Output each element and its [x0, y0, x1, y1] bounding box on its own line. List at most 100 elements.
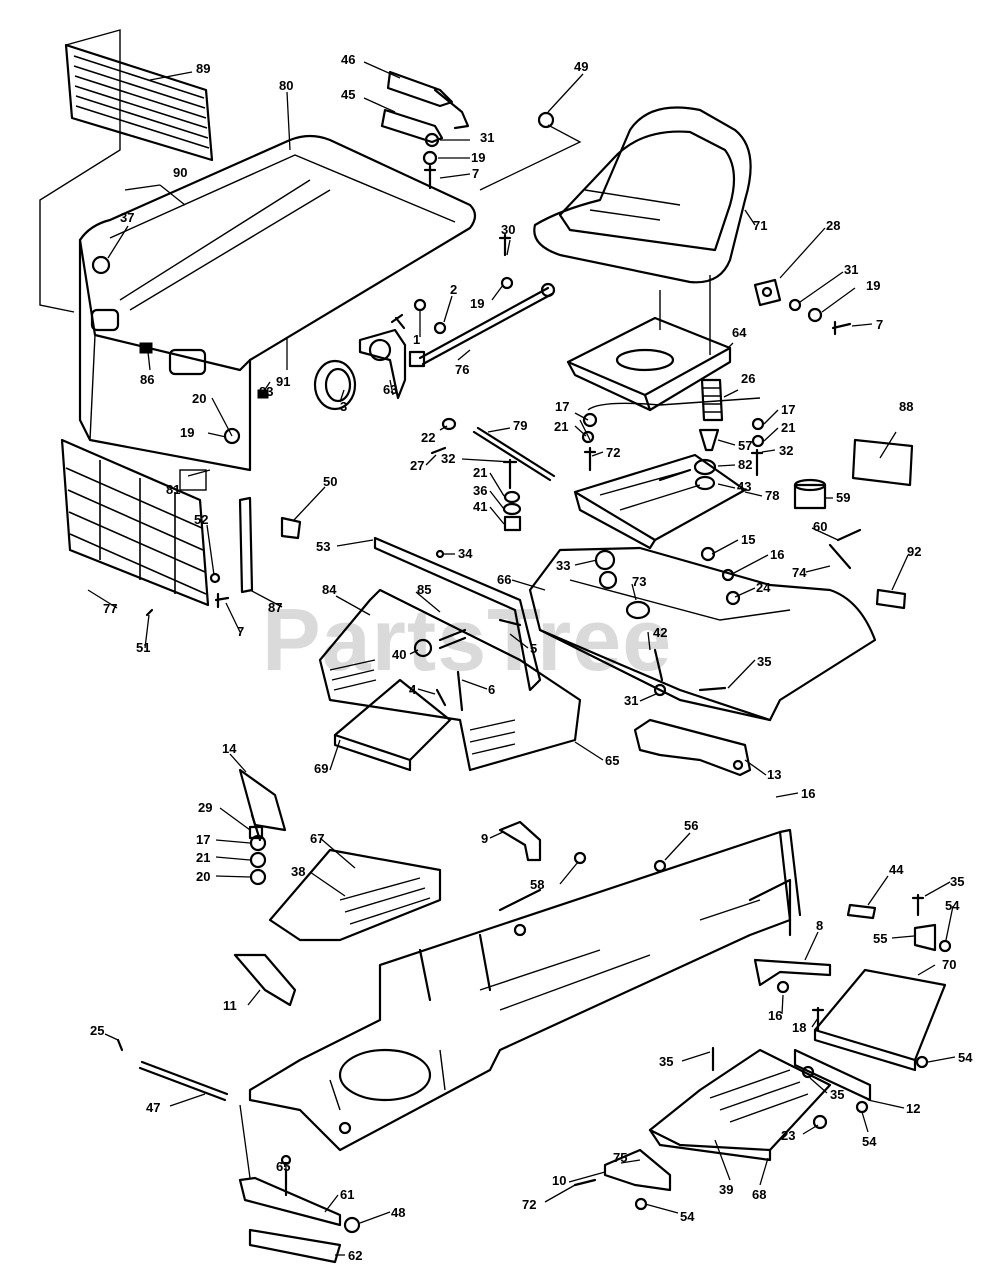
callout: 42	[653, 625, 667, 640]
callout: 17	[555, 399, 569, 414]
callout: 88	[899, 399, 913, 414]
part-47-axle-rod	[116, 1038, 229, 1102]
callout: 39	[719, 1182, 733, 1197]
callout: 68	[752, 1187, 766, 1202]
part-44-55-clips	[846, 893, 952, 953]
callout: 38	[291, 864, 305, 879]
callout: 31	[480, 130, 494, 145]
callout: 54	[680, 1209, 695, 1224]
callout: 61	[340, 1187, 354, 1202]
callout: 73	[632, 574, 646, 589]
callout: 19	[471, 150, 485, 165]
callout: 17	[781, 402, 795, 417]
callout: 25	[90, 1023, 104, 1038]
callout: 53	[316, 539, 330, 554]
part-11-bracket	[233, 953, 297, 1007]
callout: 26	[741, 371, 755, 386]
callout: 15	[741, 532, 755, 547]
part-88-decal	[851, 438, 914, 487]
part-13-bracket	[633, 718, 752, 777]
callout: 59	[836, 490, 850, 505]
part-26-spring	[700, 378, 724, 422]
part-87-50-bracket	[238, 496, 302, 594]
part-71-seat	[533, 106, 752, 284]
part-3-cap	[313, 359, 357, 411]
part-92-decal	[875, 588, 907, 610]
callout: 12	[906, 1101, 920, 1116]
callout: 65	[605, 753, 619, 768]
callout: 14	[222, 741, 237, 756]
callout: 7	[237, 624, 244, 639]
part-59-bushing	[793, 478, 827, 510]
callout: 89	[196, 61, 210, 76]
callout: 19	[470, 296, 484, 311]
callout: 70	[942, 957, 956, 972]
part-seat-mount-hardware	[581, 397, 765, 491]
callout: 20	[192, 391, 206, 406]
part-78-seat-bracket	[573, 453, 747, 550]
part-76-rod	[408, 282, 556, 368]
part-8-bracket	[753, 958, 832, 987]
callout: 62	[348, 1248, 362, 1263]
callout: 80	[279, 78, 293, 93]
callout: 1	[413, 332, 420, 347]
callout: 65	[276, 1159, 290, 1174]
callout: 7	[472, 166, 479, 181]
callout: 91	[276, 374, 290, 389]
callout: 57	[738, 438, 752, 453]
callout: 82	[738, 457, 752, 472]
part-61-62-plates	[238, 1176, 361, 1264]
callout: 7	[876, 317, 883, 332]
part-89-upper-grille	[64, 43, 214, 162]
part-85-53-support	[373, 536, 542, 692]
callout: 50	[323, 474, 337, 489]
callout: 21	[554, 419, 568, 434]
callout: 47	[146, 1100, 160, 1115]
callout: 64	[732, 325, 747, 340]
part-79-rod	[430, 417, 556, 482]
callout: 85	[417, 582, 431, 597]
callout: 74	[792, 565, 807, 580]
callout: 92	[907, 544, 921, 559]
leader-lines	[87, 61, 956, 1256]
callout: 16	[770, 547, 784, 562]
callout: 4	[409, 682, 417, 697]
callout: 45	[341, 87, 355, 102]
callout: 44	[889, 862, 904, 877]
part-28-clip-hardware	[753, 278, 852, 336]
callout: 76	[455, 362, 469, 377]
part-67-footrest-left	[268, 848, 442, 942]
callout: 54	[862, 1134, 877, 1149]
callout: 5	[530, 641, 537, 656]
callout: 13	[767, 767, 781, 782]
callout: 71	[753, 218, 767, 233]
callout: 16	[801, 786, 815, 801]
callout: 54	[945, 898, 960, 913]
part-68-footrest-right	[648, 1048, 832, 1162]
callout: 90	[173, 165, 187, 180]
callout: 19	[866, 278, 880, 293]
part-80-hood	[78, 134, 477, 491]
callout: 69	[314, 761, 328, 776]
callout: 3	[340, 399, 347, 414]
callout: 19	[180, 425, 194, 440]
callout: 54	[958, 1050, 973, 1065]
part-84-dash-panel	[318, 588, 582, 772]
callout: 34	[458, 546, 473, 561]
callout: 52	[194, 512, 208, 527]
part-69-plate	[333, 678, 452, 772]
callout: 49	[574, 59, 588, 74]
callout: 43	[737, 479, 751, 494]
callout: 55	[873, 931, 887, 946]
callout: 40	[392, 647, 406, 662]
callout: 36	[473, 483, 487, 498]
callout: 72	[522, 1197, 536, 1212]
callout: 29	[198, 800, 212, 815]
callout: 27	[410, 458, 424, 473]
callout: 31	[624, 693, 638, 708]
callout: 6	[488, 682, 495, 697]
callout: 30	[501, 222, 515, 237]
watermark: PartsTree	[262, 590, 672, 689]
callout: 72	[606, 445, 620, 460]
callout: 21	[473, 465, 487, 480]
